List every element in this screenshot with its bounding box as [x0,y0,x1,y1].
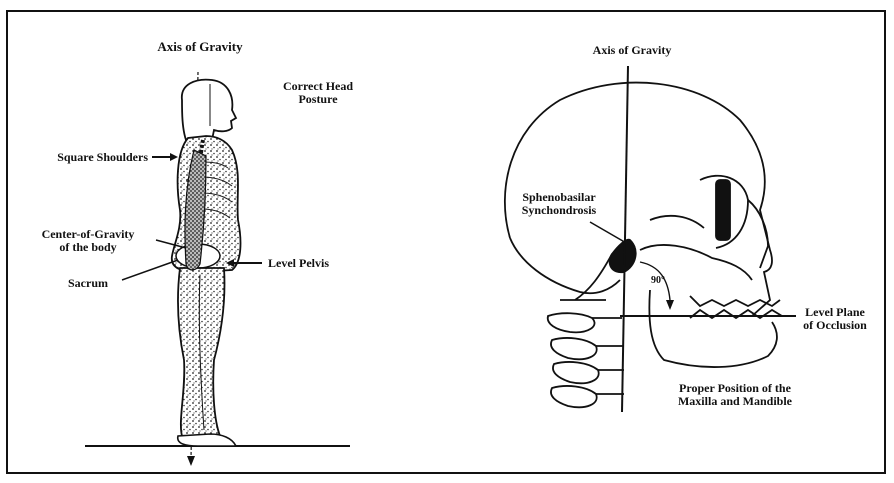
head-label-line-2: Posture [268,93,368,106]
sacrum-label: Sacrum [56,277,120,290]
angle-label: 90° [646,274,670,287]
spheno-label-line-2: Synchondrosis [496,204,622,217]
level-plane-label: Level Plane of Occlusion [790,306,880,332]
square-shoulders-label: Square Shoulders [20,151,148,164]
arrow-right-icon [152,153,178,161]
position-label-line-2: Maxilla and Mandible [640,395,830,408]
spheno-leader [590,222,628,244]
axis-of-gravity-label-right: Axis of Gravity [572,44,692,57]
center-label-line-2: of the body [18,241,158,254]
legs-shape [178,268,236,446]
arrow-down-icon [666,300,674,310]
axis-of-gravity-label-left: Axis of Gravity [140,40,260,53]
correct-head-posture-label: Correct Head Posture [268,80,368,106]
center-of-gravity-label: Center-of-Gravity of the body [18,228,158,254]
skull-shape [505,83,782,408]
sphenobasilar-label: Sphenobasilar Synchondrosis [496,191,622,217]
arrow-down-icon [187,456,195,466]
sacrum-leader [122,260,178,280]
level-pelvis-label: Level Pelvis [268,257,368,270]
occlusion-label-line-2: of Occlusion [790,319,880,332]
proper-position-label: Proper Position of the Maxilla and Mandi… [640,382,830,408]
head-shape [182,80,236,140]
